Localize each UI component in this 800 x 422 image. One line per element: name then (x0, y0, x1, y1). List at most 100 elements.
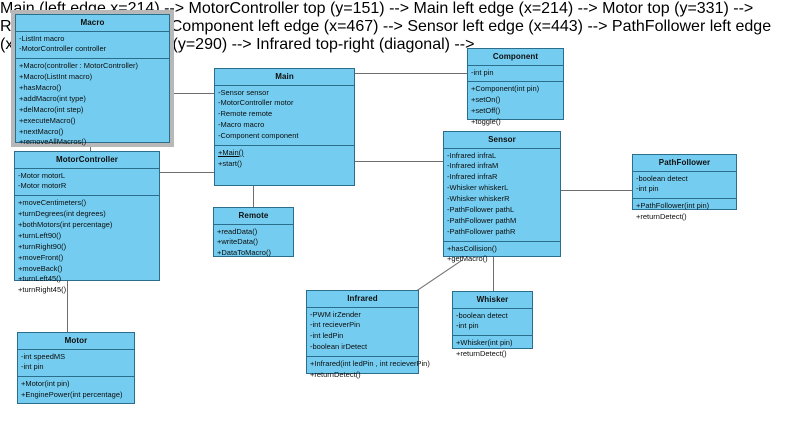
attribute-row: -Remote remote (218, 109, 273, 119)
method-row: +returnDetect() (636, 212, 687, 222)
method-row: +moveCentimeters() (18, 198, 87, 208)
class-attributes-macro: -ListInt macro -MotorController controll… (16, 32, 169, 60)
attribute-row: -MotorController controller (19, 44, 107, 54)
class-title-macro: Macro (16, 15, 169, 32)
method-row: +addMacro(int type) (19, 93, 86, 103)
attribute-row: -Macro macro (218, 120, 265, 130)
attribute-row: -Whisker whiskerL (447, 183, 509, 193)
method-row: +Whisker(int pin) (456, 338, 513, 348)
attribute-row: -PathFollower pathL (447, 204, 515, 214)
class-title-infrared: Infrared (307, 291, 418, 308)
class-attributes-pathfollower: -boolean detect -int pin (633, 172, 736, 200)
method-row-static: +Main() (218, 147, 244, 157)
connector-main-remote (253, 186, 254, 207)
method-row: +readData() (217, 226, 258, 236)
attribute-row: -Component component (218, 131, 299, 141)
method-row: +hasMacro() (19, 83, 62, 93)
class-methods-infrared: +Infrared(int ledPin , int recieverPin) … (307, 357, 430, 384)
method-row: +delMacro(int step) (19, 104, 84, 114)
attribute-row: -int speedMS (21, 351, 66, 361)
class-methods-sensor: +hasCollision() +getMacro() (444, 242, 560, 269)
class-methods-remote: +readData() +writeData() +DataToMacro() (214, 225, 293, 263)
attribute-row: -int recieverPin (310, 320, 361, 330)
class-methods-motorcontroller: +moveCentimeters() +turnDegrees(int degr… (15, 196, 159, 299)
class-title-main: Main (215, 69, 354, 86)
class-box-main[interactable]: Main -Sensor sensor -MotorController mot… (214, 68, 355, 186)
class-attributes-whisker: -boolean detect -int pin (453, 309, 532, 337)
method-row: +moveFront() (18, 252, 64, 262)
class-methods-whisker: +Whisker(int pin) +returnDetect() (453, 336, 532, 363)
method-row: +turnRight45() (18, 285, 67, 295)
class-title-sensor: Sensor (444, 132, 560, 149)
method-row: +Macro(controller : MotorController) (19, 61, 138, 71)
class-attributes-sensor: -Infrared infraL -Infrared infraM -Infra… (444, 149, 560, 242)
class-title-pathfollower: PathFollower (633, 155, 736, 172)
class-attributes-motor: -int speedMS -int pin (18, 350, 134, 378)
class-title-motorcontroller: MotorController (15, 152, 159, 169)
class-attributes-main: -Sensor sensor -MotorController motor -R… (215, 86, 354, 146)
method-row: +start() (218, 158, 242, 168)
attribute-row: -Infrared infraM (447, 161, 499, 171)
method-row: +writeData() (217, 237, 259, 247)
class-box-macro[interactable]: Macro -ListInt macro -MotorController co… (15, 14, 170, 146)
method-row: +moveBack() (18, 263, 63, 273)
connector-sensor-whisker (493, 257, 494, 291)
connector-main-component (355, 73, 467, 74)
class-box-whisker[interactable]: Whisker -boolean detect -int pin +Whiske… (452, 291, 533, 358)
method-row: +Infrared(int ledPin , int recieverPin) (310, 359, 430, 369)
attribute-row: -int pin (636, 184, 659, 194)
connector-macro-motorcontroller (90, 144, 91, 152)
class-box-motor[interactable]: Motor -int speedMS -int pin +Motor(int p… (17, 332, 135, 404)
class-methods-motor: +Motor(int pin) +EnginePower(int percent… (18, 377, 134, 404)
method-row: +returnDetect() (310, 369, 361, 379)
class-title-whisker: Whisker (453, 292, 532, 309)
method-row: +toggle() (471, 117, 501, 127)
class-box-infrared[interactable]: Infrared -PWM irZender -int recieverPin … (306, 290, 430, 379)
method-row: +EnginePower(int percentage) (21, 390, 123, 400)
attribute-row: -Infrared infraR (447, 172, 498, 182)
connector-macro-main (172, 93, 214, 94)
method-row: +DataToMacro() (217, 248, 271, 258)
class-attributes-component: -int pin (468, 66, 563, 83)
method-row: +executeMacro() (19, 115, 76, 125)
method-row: +turnRight90() (18, 241, 67, 251)
method-row: +nextMacro() (19, 126, 64, 136)
attribute-row: -PWM irZender (310, 309, 361, 319)
method-row: +PathFollower(int pin) (636, 201, 710, 211)
method-row: +removeAllMacros() (19, 137, 87, 147)
attribute-row: -boolean detect (456, 310, 508, 320)
class-box-pathfollower[interactable]: PathFollower -boolean detect -int pin +P… (632, 154, 737, 221)
attribute-row: -int pin (471, 67, 494, 77)
method-row: +getMacro() (447, 254, 488, 264)
method-row: +bothMotors(int percentage) (18, 220, 113, 230)
method-row: +Component(int pin) (471, 84, 540, 94)
attribute-row: -Whisker whiskerR (447, 194, 510, 204)
class-title-remote: Remote (214, 208, 293, 225)
method-row: +turnLeft90() (18, 230, 62, 240)
method-row: +Macro(ListInt macro) (19, 72, 93, 82)
class-box-sensor[interactable]: Sensor -Infrared infraL -Infrared infraM… (443, 131, 561, 263)
attribute-row: -Sensor sensor (218, 87, 269, 97)
attribute-row: -Infrared infraL (447, 150, 497, 160)
attribute-row: -PathFollower pathM (447, 215, 517, 225)
attribute-row: -MotorController motor (218, 98, 294, 108)
method-row: +setOn() (471, 95, 501, 105)
class-methods-pathfollower: +PathFollower(int pin) +returnDetect() (633, 199, 736, 226)
attribute-row: -int pin (456, 321, 479, 331)
class-box-motorcontroller[interactable]: MotorController -Motor motorL -Motor mot… (14, 151, 160, 294)
class-box-remote[interactable]: Remote +readData() +writeData() +DataToM… (213, 207, 294, 257)
method-row: +turnDegrees(int degrees) (18, 209, 106, 219)
class-attributes-infrared: -PWM irZender -int recieverPin -int ledP… (307, 308, 418, 358)
attribute-row: -boolean detect (636, 173, 688, 183)
class-box-component[interactable]: Component -int pin +Component(int pin) +… (467, 48, 564, 126)
class-attributes-motorcontroller: -Motor motorL -Motor motorR (15, 169, 159, 197)
class-methods-main: +Main() +start() (215, 146, 354, 173)
attribute-row: -int pin (21, 362, 44, 372)
method-row: +returnDetect() (456, 349, 507, 359)
class-methods-component: +Component(int pin) +setOn() +setOff() +… (468, 82, 563, 131)
method-row: +Motor(int pin) (21, 379, 70, 389)
attribute-row: -ListInt macro (19, 33, 65, 43)
attribute-row: -int ledPin (310, 331, 344, 341)
class-title-motor: Motor (18, 333, 134, 350)
